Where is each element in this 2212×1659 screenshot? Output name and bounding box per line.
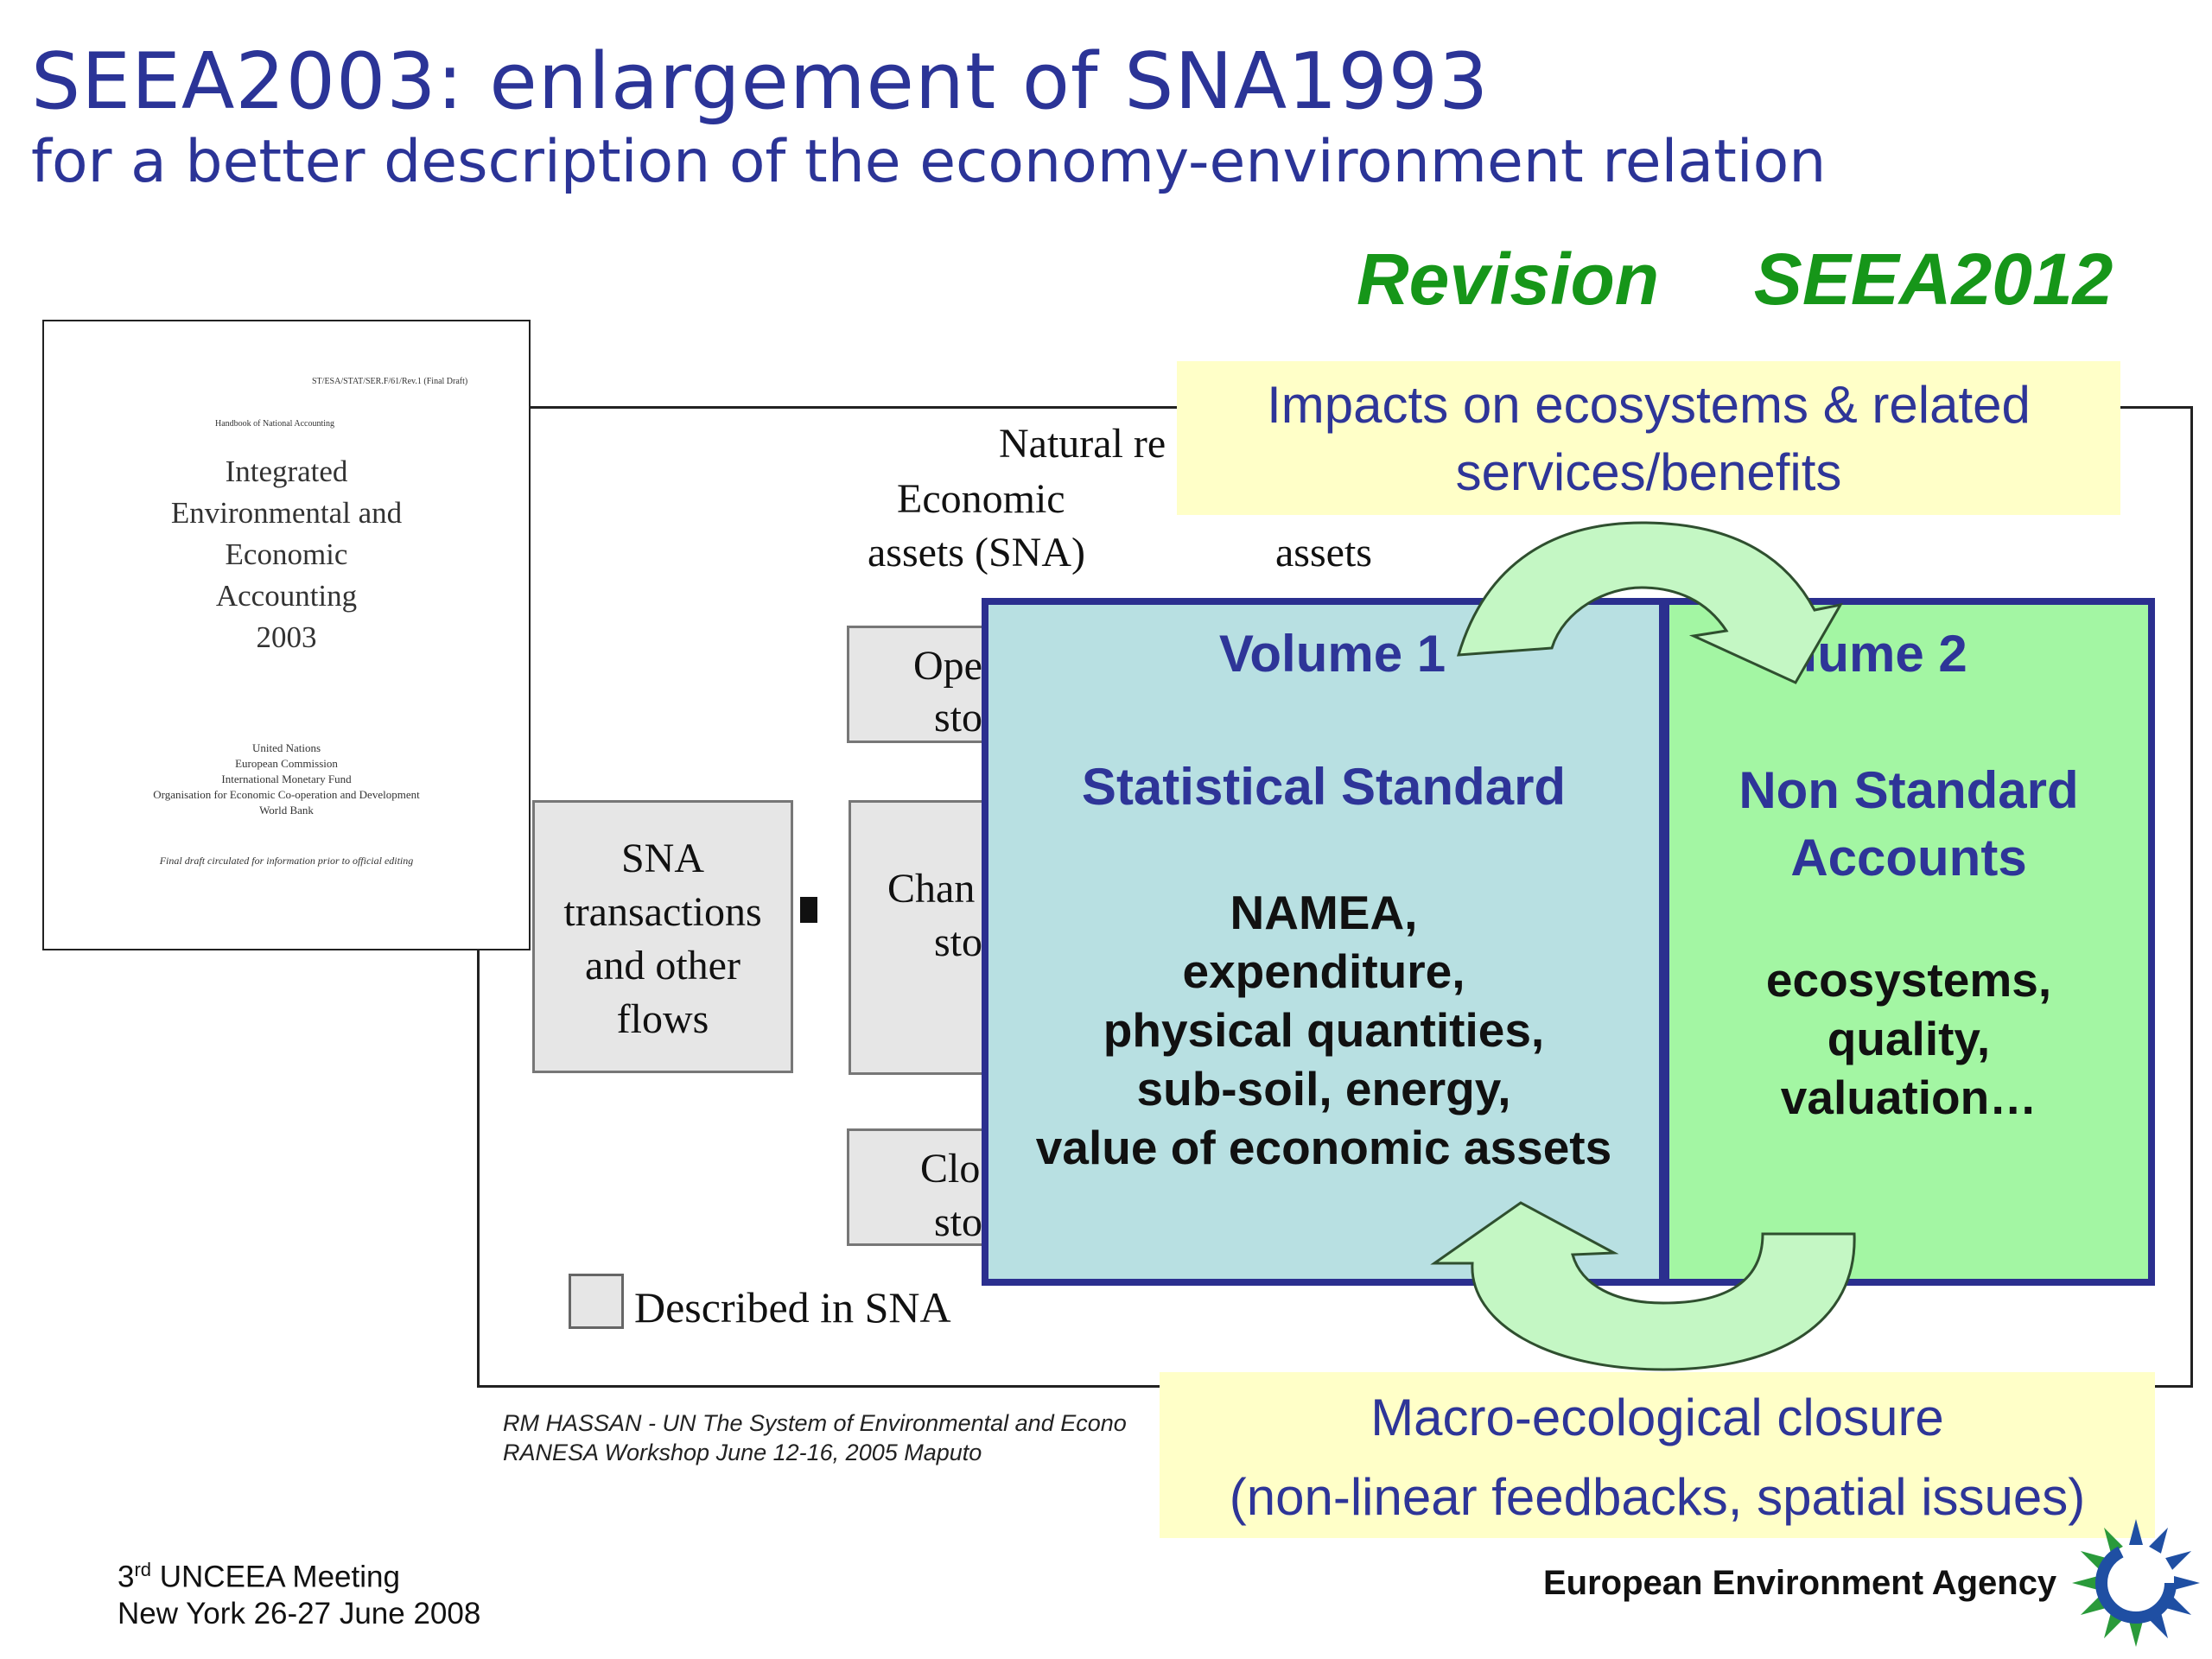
slide-title: SEEA2003: enlargement of SNA1993 [31,36,1490,127]
source-credit-line2: RANESA Workshop June 12-16, 2005 Maputo [503,1440,982,1465]
revision-heading: Revision  SEEA2012 [1357,238,2113,320]
volume2-subheading: Non Standard Accounts [1738,761,2079,887]
legend-swatch [569,1274,624,1329]
cover-title: Integrated Environmental and Economic Ac… [170,454,403,654]
opening-stocks-box: Ope sto [847,626,994,743]
agency-name: European Environment Agency [1543,1564,2057,1602]
top-curved-arrow [1456,521,1843,684]
natural-resources-label: Natural re [999,421,1166,467]
impacts-note: Impacts on ecosystems & related services… [1177,361,2120,515]
bottom-curved-arrow [1430,1201,1856,1371]
meeting-location-date: New York 26-27 June 2008 [118,1597,481,1630]
sna-transactions-box: SNA transactions and other flows [532,800,793,1073]
volume1-subheading: Statistical Standard [1081,758,1567,816]
cover-draft-note: Final draft circulated for information p… [159,855,414,867]
cover-series: Handbook of National Accounting [215,419,335,429]
closure-line1: Macro-ecological closure [1370,1389,1944,1446]
economic-assets-label: assets (SNA) [868,530,1085,575]
volume1-heading: Volume 1 [1218,625,1446,683]
changes-line2: sto [934,919,983,965]
other-assets-label: assets [1275,530,1372,575]
handbook-cover: ST/ESA/STAT/SER.F/61/Rev.1 (Final Draft)… [42,320,531,950]
changes-line1: Chan [887,866,976,912]
meeting-ordinal-suffix: rd [134,1559,152,1580]
closure-line2: (non-linear feedbacks, spatial issues) [1229,1468,2086,1526]
source-credit-line1: RM HASSAN - UN The System of Environment… [503,1410,1127,1436]
cover-organizations: United Nations European Commission Inter… [153,741,420,817]
closing-stocks-line2: sto [934,1199,983,1245]
sna-transactions-label: SNA transactions and other flows [563,836,762,1042]
closing-stocks-line1: Clo [920,1146,981,1192]
opening-stocks-line2: sto [934,695,983,741]
economic-label: Economic [897,476,1065,522]
legend-label: Described in SNA [634,1283,951,1332]
closing-stocks-box: Clo sto [847,1128,994,1246]
volume2-box: olume 2 Non Standard Accounts ecosystems… [1662,598,2155,1286]
missing-glyph-icon [800,897,817,923]
meeting-name: UNCEEA Meeting [151,1560,400,1594]
eea-logo-icon [2072,1519,2200,1647]
cover-code: ST/ESA/STAT/SER.F/61/Rev.1 (Final Draft) [312,377,468,386]
closure-note: Macro-ecological closure (non-linear fee… [1160,1372,2155,1538]
volume1-body: NAMEA, expenditure, physical quantities,… [1035,886,1612,1174]
meeting-label: 3rd UNCEEA Meeting [118,1559,400,1595]
changes-in-stocks-box: Chan sto [849,800,994,1075]
slide-subtitle: for a better description of the economy-… [31,128,1827,196]
volume2-body: ecosystems, quality, valuation… [1765,953,2052,1124]
opening-stocks-line1: Ope [913,643,982,689]
meeting-ordinal: 3 [118,1560,135,1594]
